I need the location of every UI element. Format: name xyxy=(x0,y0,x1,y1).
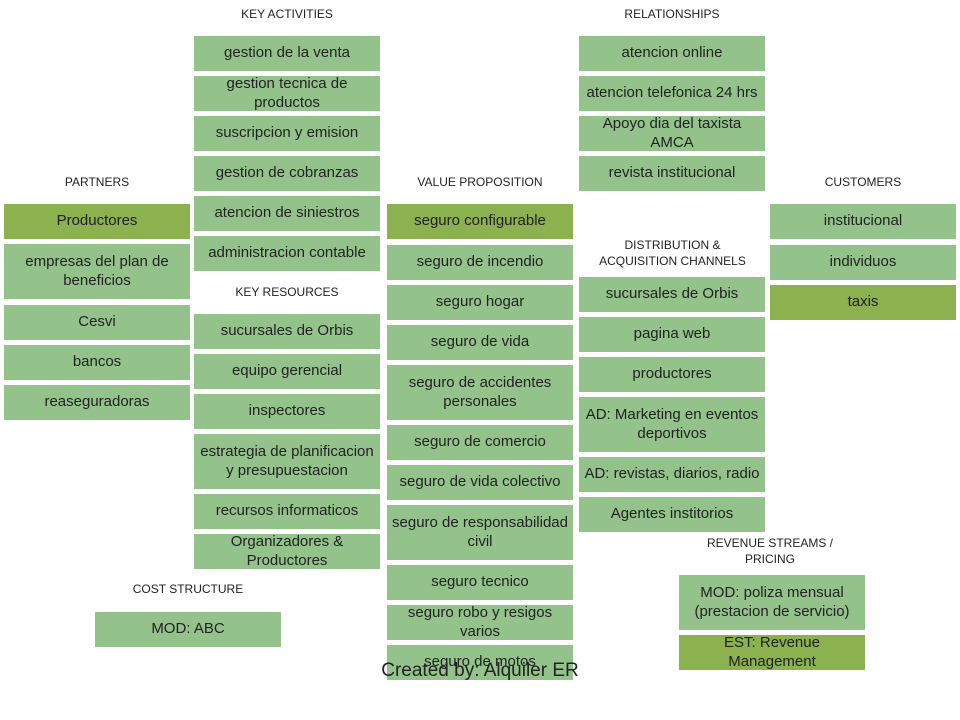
key-resource-item: estrategia de planificacion y presupuest… xyxy=(194,434,380,489)
value-proposition-header: VALUE PROPOSITION xyxy=(417,175,543,189)
value-proposition-item: seguro configurable xyxy=(387,204,573,239)
value-proposition-item: seguro de vida colectivo xyxy=(387,465,573,500)
value-proposition-item: seguro hogar xyxy=(387,285,573,320)
relationship-item: Apoyo dia del taxista AMCA xyxy=(579,116,765,151)
key-resource-item: sucursales de Orbis xyxy=(194,314,380,349)
partner-item: Cesvi xyxy=(4,305,190,340)
customer-item: individuos xyxy=(770,245,956,280)
relationship-item: revista institucional xyxy=(579,156,765,191)
key-activity-item: administracion contable xyxy=(194,236,380,271)
channel-item: AD: revistas, diarios, radio xyxy=(579,457,765,492)
value-proposition-item: seguro de motos xyxy=(387,645,573,680)
key-activity-item: atencion de siniestros xyxy=(194,196,380,231)
relationship-item: atencion telefonica 24 hrs xyxy=(579,76,765,111)
key-activity-item: gestion de cobranzas xyxy=(194,156,380,191)
channel-item: pagina web xyxy=(579,317,765,352)
revenue-item: EST: Revenue Management xyxy=(679,635,865,670)
key-resource-item: recursos informaticos xyxy=(194,494,380,529)
cost-structure-header: COST STRUCTURE xyxy=(132,582,244,596)
key-activity-item: gestion de la venta xyxy=(194,36,380,71)
partners-header: PARTNERS xyxy=(64,175,130,189)
value-proposition-item: seguro de incendio xyxy=(387,245,573,280)
customer-item: taxis xyxy=(770,285,956,320)
key-resources-header: KEY RESOURCES xyxy=(235,285,339,299)
value-proposition-item: seguro de comercio xyxy=(387,425,573,460)
partner-item: bancos xyxy=(4,345,190,380)
relationship-item: atencion online xyxy=(579,36,765,71)
cost-item: MOD: ABC xyxy=(95,612,281,647)
key-resource-item: inspectores xyxy=(194,394,380,429)
revenue-streams-header: REVENUE STREAMS / PRICING xyxy=(706,536,834,567)
customers-header: CUSTOMERS xyxy=(824,175,902,189)
value-proposition-item: seguro de vida xyxy=(387,325,573,360)
footer-credit: Created by: Alquiler ER xyxy=(381,660,579,681)
channel-item: Agentes institorios xyxy=(579,497,765,532)
revenue-item: MOD: poliza mensual (prestacion de servi… xyxy=(679,575,865,630)
value-proposition-item: seguro robo y resigos varios xyxy=(387,605,573,640)
relationships-header: RELATIONSHIPS xyxy=(624,7,720,21)
value-proposition-item: seguro tecnico xyxy=(387,565,573,600)
value-proposition-item: seguro de accidentes personales xyxy=(387,365,573,420)
partner-item: reaseguradoras xyxy=(4,385,190,420)
key-activity-item: suscripcion y emision xyxy=(194,116,380,151)
customer-item: institucional xyxy=(770,204,956,239)
channel-item: productores xyxy=(579,357,765,392)
value-proposition-item: seguro de responsabilidad civil xyxy=(387,505,573,560)
channel-item: sucursales de Orbis xyxy=(579,277,765,312)
channels-header: DISTRIBUTION & ACQUISITION CHANNELS xyxy=(599,238,746,269)
key-activities-header: KEY ACTIVITIES xyxy=(241,7,333,21)
partner-item: empresas del plan de beneficios xyxy=(4,244,190,299)
key-activity-item: gestion tecnica de productos xyxy=(194,76,380,111)
channel-item: AD: Marketing en eventos deportivos xyxy=(579,397,765,452)
key-resource-item: equipo gerencial xyxy=(194,354,380,389)
key-resource-item: Organizadores & Productores xyxy=(194,534,380,569)
partner-item: Productores xyxy=(4,204,190,239)
